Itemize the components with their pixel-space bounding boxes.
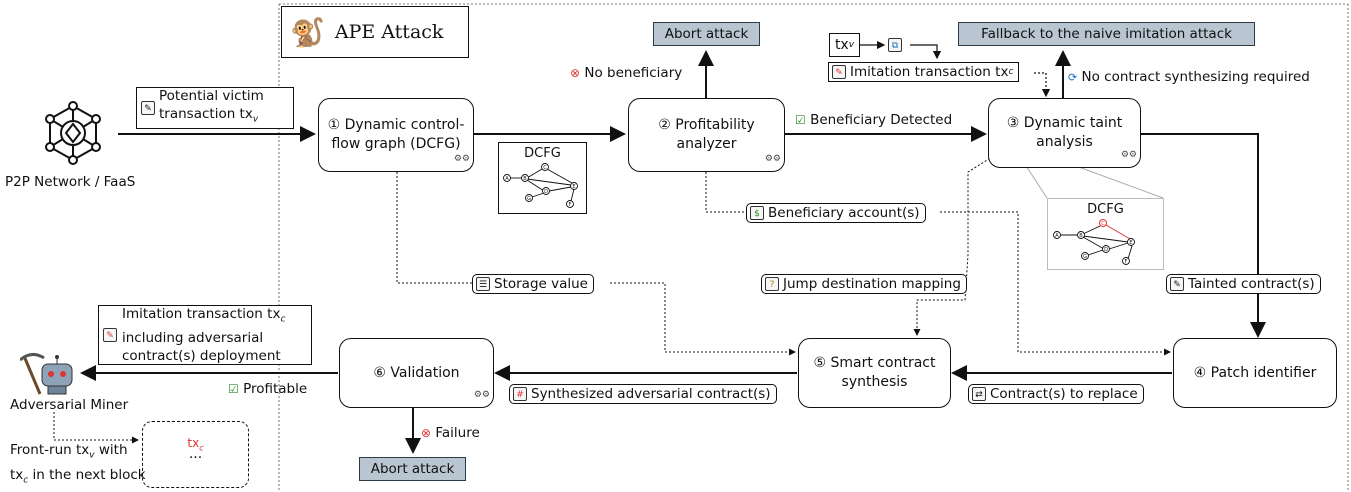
imitation-tx-top-text: Imitation transaction tx [850,64,1009,80]
dcfg-graph-box: DCFG A B C D E F G [498,142,587,214]
node-synth-line1: ⑤ Smart contract [813,355,936,371]
cross-icon: ⊗ [570,66,581,80]
monkey-logo-icon: 🐒 [290,15,325,49]
storage-value-tag: ☰ Storage value [472,274,594,294]
graph-node-label: G [1083,254,1087,260]
victim-tx-box: ✎ Potential victim transaction txv [136,87,294,129]
node-validation: ⑥ Validation ⚙⚙ [339,338,494,408]
graph-node-label: D [1104,247,1108,253]
document-icon: ✎ [103,328,117,342]
victim-tx-line1: Potential victim [159,88,264,105]
graph-node-label: C [1101,221,1105,227]
abort-attack-top: Abort attack [653,22,760,46]
graph-node-label: B [1079,233,1083,239]
imitation-tx-bottom: ✎ Imitation transaction txc including ad… [98,305,312,365]
dashed-arrows [53,151,1171,444]
profitable-label: ☑ Profitable [228,381,308,397]
graph-node-label: C [543,165,547,171]
code-file-icon: # [513,387,527,401]
no-contract-label: ⟳ No contract synthesizing required [1068,69,1310,85]
graph-node-label: D [544,189,548,195]
node-patch: ④ Patch identifier [1173,338,1337,408]
no-contract-text: No contract synthesizing required [1081,69,1310,85]
dcfg-zoom-graph: A B C D E F G [1053,219,1135,265]
dcfg-zoom-title: DCFG [1087,202,1124,217]
tainted-contracts-tag: ✎ Tainted contract(s) [1166,274,1321,294]
document-icon: ✎ [141,101,155,115]
beneficiary-detected-label: ☑ Beneficiary Detected [795,112,952,128]
graph-node-label: E [1129,240,1132,246]
node-taint: ③ Dynamic taint analysis ⚙⚙ [988,98,1141,168]
p2p-label: P2P Network / FaaS [5,174,136,190]
gear-icon: ⚙⚙ [764,154,781,164]
graph-node-label: A [1055,233,1059,239]
ethereum-network-icon [45,101,101,165]
diagram-title: APE Attack [334,21,444,43]
graph-node-label: B [523,176,527,182]
node-profit-line1: ② Profitability [658,117,755,133]
cross-icon: ⊗ [421,426,432,440]
no-beneficiary-text: No beneficiary [584,65,683,81]
contracts-replace-tag: ⇄ Contract(s) to replace [968,384,1144,404]
graph-node-label: E [572,184,575,190]
check-icon: ☑ [228,382,239,396]
robot-miner-icon [20,353,73,395]
dcfg-graph: A B C D E F G [503,163,578,208]
node-dcfg-line1: ① Dynamic control- [327,117,465,133]
check-icon: ☑ [795,113,806,127]
node-profitability: ② Profitability analyzer ⚙⚙ [628,98,785,172]
frontrun-text: Front-run txv with txc in the next block [10,442,146,486]
money-icon: $ [750,206,764,220]
block-dots: ··· [188,450,203,467]
fallback-box: Fallback to the naive imitation attack [958,22,1255,46]
gear-icon: ⚙⚙ [453,154,470,164]
next-block-box: txc ··· [142,421,249,488]
imitation-flow [860,40,1051,98]
database-icon: ☰ [476,277,490,291]
node-patch-label: ④ Patch identifier [1193,364,1317,381]
node-profit-line2: analyzer [676,136,737,152]
synth-adv-tag: # Synthesized adversarial contract(s) [509,384,777,404]
node-taint-line2: analysis [1036,134,1093,150]
no-beneficiary-label: ⊗ No beneficiary [570,65,682,81]
graph-node-label: F [569,202,572,208]
node-taint-line1: ③ Dynamic taint [1006,115,1123,131]
victim-tx-line2: transaction tx [159,106,253,123]
node-dcfg: ① Dynamic control-flow graph (DCFG) ⚙⚙ [318,98,474,172]
document-icon: ✎ [832,65,846,79]
node-validation-label: ⑥ Validation [373,364,460,381]
node-dcfg-line2: flow graph (DCFG) [331,136,461,152]
node-synthesis: ⑤ Smart contract synthesis [798,338,951,408]
replace-contract-icon: ⇄ [972,387,986,401]
graph-node-label: F [1125,259,1128,265]
adversarial-miner-label: Adversarial Miner [10,397,129,413]
graph-node-label: G [527,196,531,202]
graph-node-label: A [505,176,509,182]
abort-attack-bottom: Abort attack [359,457,466,481]
dcfg-zoom-box: DCFG A B C D E F G [1047,198,1164,270]
dcfg-title: DCFG [524,146,561,161]
beneficiary-accounts-tag: $ Beneficiary account(s) [746,203,926,223]
title-box: 🐒 APE Attack [281,6,469,58]
solid-arrows [80,50,1266,454]
node-synth-line2: synthesis [841,374,908,390]
victim-tx-sub: v [252,114,259,125]
failure-label: ⊗ Failure [421,425,480,441]
gear-icon: ⚙⚙ [1120,150,1137,160]
book-icon: ? [765,277,779,291]
refresh-icon: ⟳ [1068,71,1078,84]
gear-icon: ⚙⚙ [473,390,490,400]
beneficiary-detected-text: Beneficiary Detected [810,112,953,128]
contract-icon: ✎ [1170,277,1184,291]
jump-mapping-tag: ? Jump destination mapping [761,274,967,294]
copy-icon: ⧉ [888,38,902,52]
